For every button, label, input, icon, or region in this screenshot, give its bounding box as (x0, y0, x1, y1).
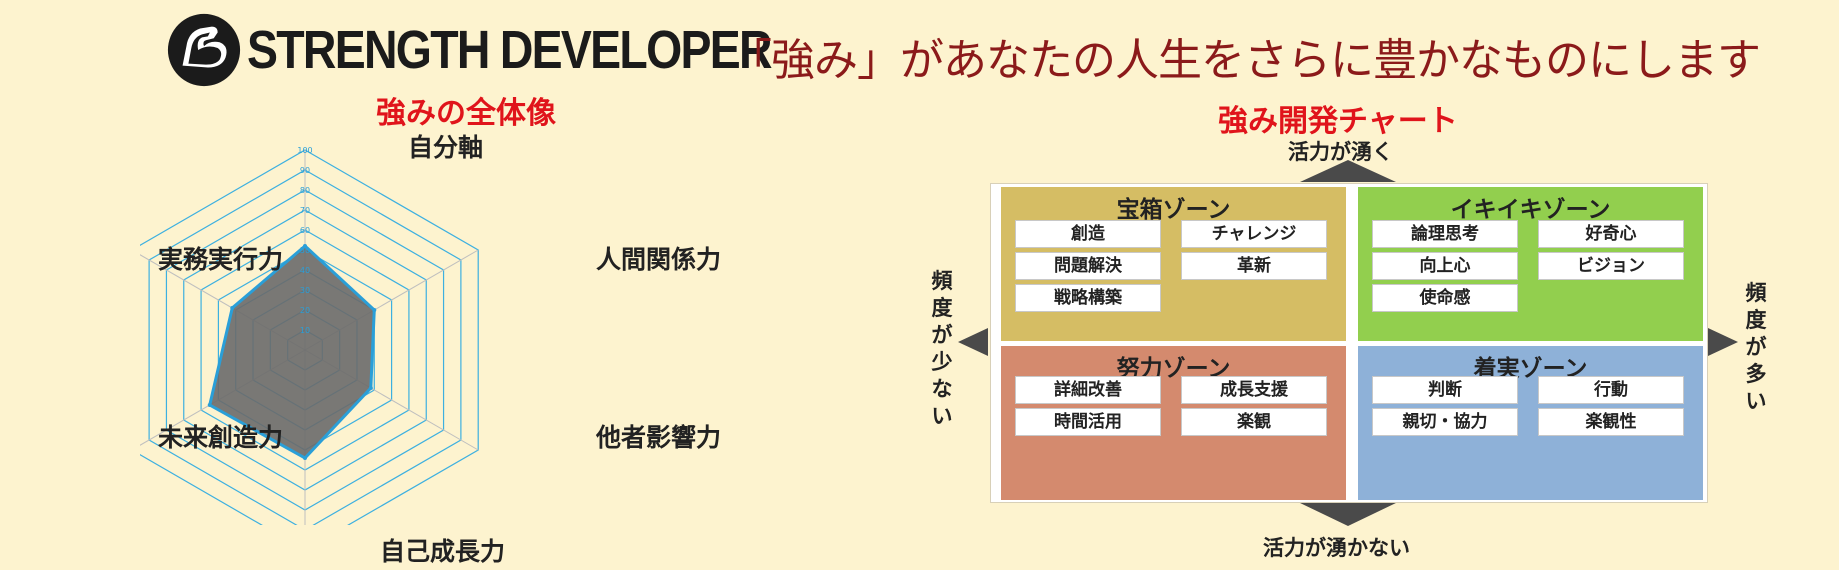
radar-axis-label-2: 他者影響力 (596, 423, 722, 452)
radar-tick-label: 10 (300, 326, 310, 335)
strength-chip: ビジョン (1538, 252, 1684, 280)
radar-tick-label: 30 (300, 286, 310, 295)
radar-axis-label-5: 実務実行力 (158, 245, 284, 274)
zone-treasure: 宝箱ゾーン 創造 チャレンジ 問題解決 革新 戦略構築 (1001, 187, 1346, 341)
radar-data-point (207, 403, 212, 407)
radar-tick-label: 80 (300, 186, 310, 195)
strength-chip: 詳細改善 (1015, 376, 1161, 404)
radar-tick-label: 100 (297, 146, 312, 155)
strength-chip: 楽観性 (1538, 408, 1684, 436)
radar-tick-label: 90 (300, 166, 310, 175)
strength-chip: 革新 (1181, 252, 1327, 280)
radar-tick-label: 70 (300, 206, 310, 215)
strength-chip: 時間活用 (1015, 408, 1161, 436)
matrix-right-label: 頻度が多い (1745, 281, 1767, 413)
radar-data-point (303, 244, 307, 248)
zone-effort: 努力ゾーン 詳細改善 成長支援 時間活用 楽観 (1001, 346, 1346, 500)
zone-steady: 着実ゾーン 判断 行動 親切・協力 楽観性 (1358, 346, 1703, 500)
radar-axis-label-1: 人間関係力 (596, 245, 722, 274)
radar-tick-label: 20 (300, 306, 310, 315)
radar-chart-title: 強みの全体像 (376, 96, 556, 131)
strength-chip: 向上心 (1372, 252, 1518, 280)
brand-logo: STRENGTH DEVELOPER (165, 10, 856, 90)
strength-chip: 親切・協力 (1372, 408, 1518, 436)
radar-chart: 10 20 30 40 50 60 70 80 90 100 (140, 146, 479, 525)
arrow-right-icon (1708, 328, 1738, 356)
matrix-left-label: 頻度が少ない (931, 269, 953, 428)
strength-chip: 問題解決 (1015, 252, 1161, 280)
radar-tick-label: 50 (300, 246, 310, 255)
strength-chip: 判断 (1372, 376, 1518, 404)
strength-chip: 楽観 (1181, 408, 1327, 436)
radar-data-point (372, 308, 377, 312)
tagline: 「強み」があなたの人生をさらに豊かなものにします (728, 35, 1761, 86)
strength-chip: 創造 (1015, 220, 1161, 248)
strength-matrix: 宝箱ゾーン 創造 チャレンジ 問題解決 革新 戦略構築 イキイキゾーン 論理思考… (990, 183, 1708, 503)
radar-data-point (230, 306, 235, 310)
brand-name: STRENGTH DEVELOPER (247, 20, 773, 80)
radar-axis-label-3: 自己成長力 (380, 537, 506, 566)
zone-title: 宝箱ゾーン (1116, 197, 1231, 223)
flexed-arm-icon (167, 13, 241, 87)
strength-chip: 好奇心 (1538, 220, 1684, 248)
matrix-title: 強み開発チャート (1218, 104, 1458, 139)
strength-chip: チャレンジ (1181, 220, 1327, 248)
radar-tick-label: 40 (300, 266, 310, 275)
radar-axis-label-4: 未来創造力 (158, 423, 284, 452)
arrow-left-icon (958, 328, 988, 356)
radar-data-point (368, 386, 373, 390)
radar-data-point (303, 456, 307, 460)
strength-chip: 戦略構築 (1015, 284, 1161, 312)
zone-title: イキイキゾーン (1450, 197, 1611, 223)
matrix-bottom-label: 活力が湧かない (1263, 536, 1410, 560)
strength-chip: 成長支援 (1181, 376, 1327, 404)
zone-lively: イキイキゾーン 論理思考 好奇心 向上心 ビジョン 使命感 (1358, 187, 1703, 341)
radar-axis-label-0: 自分軸 (408, 133, 484, 162)
arrow-up-icon (1300, 160, 1396, 182)
radar-tick-label: 60 (300, 226, 310, 235)
strength-chip: 使命感 (1372, 284, 1518, 312)
strength-chip: 論理思考 (1372, 220, 1518, 248)
arrow-down-icon (1298, 502, 1398, 526)
strength-chip: 行動 (1538, 376, 1684, 404)
